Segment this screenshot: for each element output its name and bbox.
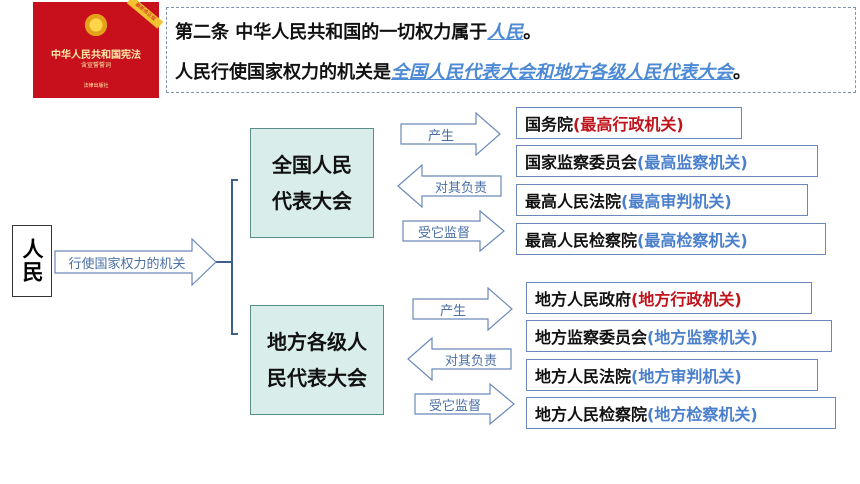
bracket <box>231 179 238 335</box>
local-organ-1-role: (地方监察机关) <box>647 328 758 347</box>
local-organ-supervision-commission: 地方监察委员会(地方监察机关) <box>526 320 832 352</box>
national-arrow-responsible-label: 对其负责 <box>434 180 487 196</box>
national-arrow-produce: 产生 <box>400 112 502 156</box>
article-box: 第二条 中华人民共和国的一切权力属于人民。 人民行使国家权力的机关是全国人民代表… <box>166 7 856 93</box>
main-arrow-label: 行使国家权力的机关 <box>68 256 186 272</box>
constitution-book-cover: 中华人民共和国宪法 含宣誓誓词 法律出版社 最新修正版 <box>33 0 164 98</box>
national-arrow-supervised: 受它监督 <box>402 210 506 252</box>
national-organ-supreme-court: 最高人民法院(最高审判机关) <box>516 184 808 216</box>
national-arrow-produce-shape <box>400 112 501 156</box>
national-organ-0-name: 国务院 <box>525 115 574 134</box>
article-line-1-highlight: 人民 <box>487 22 524 43</box>
local-organ-3-role: (地方检察机关) <box>647 405 758 424</box>
main-arrow: 行使国家权力的机关 <box>54 237 218 287</box>
article-line-2-suffix: 。 <box>733 62 751 83</box>
people-box: 人民 <box>12 225 52 297</box>
local-organ-court: 地方人民法院(地方审判机关) <box>526 359 818 391</box>
local-arrow-responsible-label: 对其负责 <box>444 353 497 369</box>
local-arrow-supervised-shape <box>414 383 515 425</box>
national-arrow-supervised-label: 受它监督 <box>417 225 470 241</box>
local-organ-2-role: (地方审判机关) <box>631 367 742 386</box>
national-congress-box: 全国人民 代表大会 <box>250 128 374 238</box>
local-arrow-produce: 产生 <box>412 287 514 331</box>
article-line-2-prefix: 人民行使国家权力的机关是 <box>175 62 391 83</box>
national-organ-2-role: (最高审判机关) <box>621 192 732 211</box>
local-arrow-produce-shape <box>412 287 513 331</box>
national-organ-supervision-commission: 国家监察委员会(最高监察机关) <box>516 145 818 177</box>
book-publisher: 法律出版社 <box>83 83 109 89</box>
national-organ-0-role: (最高行政机关) <box>573 115 684 134</box>
book-title: 中华人民共和国宪法 <box>51 50 141 61</box>
national-organ-3-name: 最高人民检察院 <box>525 231 638 250</box>
national-organ-supreme-procuratorate: 最高人民检察院(最高检察机关) <box>516 223 826 255</box>
national-congress-line-2: 代表大会 <box>272 189 352 213</box>
main-arrow-shape <box>54 237 217 287</box>
local-organ-1-name: 地方监察委员会 <box>535 328 648 347</box>
local-organ-procuratorate: 地方人民检察院(地方检察机关) <box>526 397 836 429</box>
local-organ-3-name: 地方人民检察院 <box>535 405 648 424</box>
article-line-1-prefix: 第二条 中华人民共和国的一切权力属于 <box>175 22 488 43</box>
book-subtitle: 含宣誓誓词 <box>80 62 111 69</box>
national-organ-2-name: 最高人民法院 <box>525 192 622 211</box>
article-line-1-suffix: 。 <box>523 22 542 43</box>
national-arrow-supervised-shape <box>402 210 505 252</box>
national-organ-3-role: (最高检察机关) <box>637 231 748 250</box>
article-line-1: 第二条 中华人民共和国的一切权力属于人民。 <box>175 18 541 44</box>
national-organ-1-name: 国家监察委员会 <box>525 153 638 172</box>
local-congress-box: 地方各级人 民代表大会 <box>250 305 384 415</box>
local-arrow-produce-label: 产生 <box>439 303 466 319</box>
local-organ-2-name: 地方人民法院 <box>535 367 632 386</box>
local-arrow-responsible: 对其负责 <box>406 337 512 381</box>
local-organ-0-role: (地方行政机关) <box>631 290 742 309</box>
national-emblem-icon <box>83 12 109 38</box>
local-arrow-supervised: 受它监督 <box>414 383 516 425</box>
national-organ-1-role: (最高监察机关) <box>637 153 748 172</box>
local-arrow-responsible-shape <box>407 337 512 381</box>
national-arrow-responsible-shape <box>397 164 502 208</box>
local-congress-line-2: 民代表大会 <box>267 366 367 390</box>
national-organ-state-council: 国务院(最高行政机关) <box>516 107 742 139</box>
national-congress-line-1: 全国人民 <box>272 153 352 177</box>
national-arrow-responsible: 对其负责 <box>396 164 502 208</box>
local-arrow-supervised-label: 受它监督 <box>428 398 481 414</box>
local-congress-line-1: 地方各级人 <box>267 330 367 354</box>
local-organ-0-name: 地方人民政府 <box>535 290 632 309</box>
article-line-2: 人民行使国家权力的机关是全国人民代表大会和地方各级人民代表大会。 <box>175 58 751 84</box>
national-arrow-produce-label: 产生 <box>427 128 454 144</box>
local-organ-government: 地方人民政府(地方行政机关) <box>526 282 812 314</box>
article-line-2-highlight: 全国人民代表大会和地方各级人民代表大会 <box>391 62 733 83</box>
